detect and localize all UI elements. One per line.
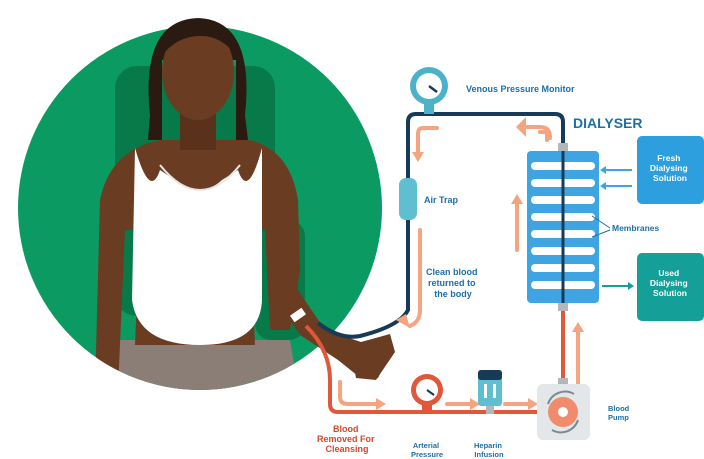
removed-line-3: Cleansing: [325, 444, 368, 454]
pump-line-1: Blood: [608, 404, 630, 413]
used-solution-arrows: [602, 282, 634, 290]
removed-line-1: Blood: [333, 424, 359, 434]
dialyser-title: DIALYSER: [573, 115, 643, 131]
tubing: [304, 112, 568, 414]
clean-blood-line-1: Clean blood: [426, 267, 478, 277]
arterial-pressure-label: Arterial Pressure: [411, 441, 443, 459]
arrowhead-pump: [528, 398, 538, 410]
pump-line-2: Pump: [608, 413, 629, 422]
patient-illustration: [18, 18, 395, 390]
hand: [350, 334, 395, 380]
clean-blood-label: Clean blood returned to the body: [426, 267, 480, 299]
fresh-solution-label: Fresh Dialysing Solution: [650, 153, 690, 183]
fresh-line-2: Dialysing: [650, 163, 688, 173]
blood-pump-icon: [537, 384, 590, 440]
arterial-line-1: Arterial: [413, 441, 439, 450]
used-solution-box: [637, 253, 704, 321]
neckline: [159, 164, 241, 191]
fresh-line-1: Fresh: [657, 153, 680, 163]
used-line-1: Used: [658, 268, 679, 278]
venous-gauge-icon: [410, 67, 448, 114]
arrowhead-top-left: [412, 152, 424, 162]
white-top: [132, 148, 262, 345]
removed-line-2: Removed For: [317, 434, 375, 444]
clean-blood-line-3: the body: [434, 289, 472, 299]
pants: [100, 340, 300, 390]
pump-top-connector: [558, 378, 568, 387]
arm-band: [289, 307, 307, 323]
membranes-pointer-2: [591, 229, 611, 238]
arrowhead-top: [516, 117, 526, 137]
arrowhead-right-bottom: [470, 398, 480, 410]
dialyser-top-connector: [558, 143, 568, 152]
heparin-infusion-label: Heparin Infusion: [474, 441, 504, 459]
flow-arrowheads: [376, 117, 584, 410]
fresh-line-3: Solution: [653, 173, 687, 183]
arterial-line-2: Pressure: [411, 450, 443, 459]
clean-blood-line-2: returned to: [428, 278, 476, 288]
arterial-tube-left: [304, 324, 540, 414]
membranes-pointer: [591, 215, 611, 229]
used-solution-label: Used Dialysing Solution: [650, 268, 690, 298]
flow-arrow-down: [408, 228, 422, 328]
arrowhead-up-left: [511, 194, 523, 204]
air-trap-label: Air Trap: [424, 195, 459, 205]
fresh-solution-arrows: [600, 166, 632, 190]
venous-pressure-monitor-label: Venous Pressure Monitor: [466, 84, 575, 94]
used-line-2: Dialysing: [650, 278, 688, 288]
blood-removed-label: Blood Removed For Cleansing: [317, 424, 377, 454]
heparin-syringe-icon: [478, 370, 502, 414]
heparin-line-2: Infusion: [474, 450, 504, 459]
used-line-3: Solution: [653, 288, 687, 298]
arrowhead-up-right: [572, 322, 584, 332]
dialyser-bottom-connector: [558, 302, 568, 311]
heparin-line-1: Heparin: [474, 441, 502, 450]
face: [162, 24, 234, 120]
air-trap-icon: [399, 178, 417, 220]
flow-arrow-top: [518, 125, 552, 142]
arrowhead-left-bottom: [376, 398, 386, 410]
membranes-label: Membranes: [612, 223, 660, 233]
flow-arrow-top-left: [416, 126, 439, 160]
fresh-solution-box: [637, 136, 704, 204]
flow-arrows: [338, 125, 580, 406]
arterial-gauge-icon: [411, 374, 443, 413]
dialyser: DIALYSER: [527, 115, 643, 303]
hair-top: [162, 20, 236, 55]
venous-tube: [316, 112, 565, 339]
flow-arrow-left-bottom: [338, 380, 380, 406]
blood-pump-label: Blood Pump: [608, 404, 631, 422]
arrowhead-down: [396, 314, 410, 328]
